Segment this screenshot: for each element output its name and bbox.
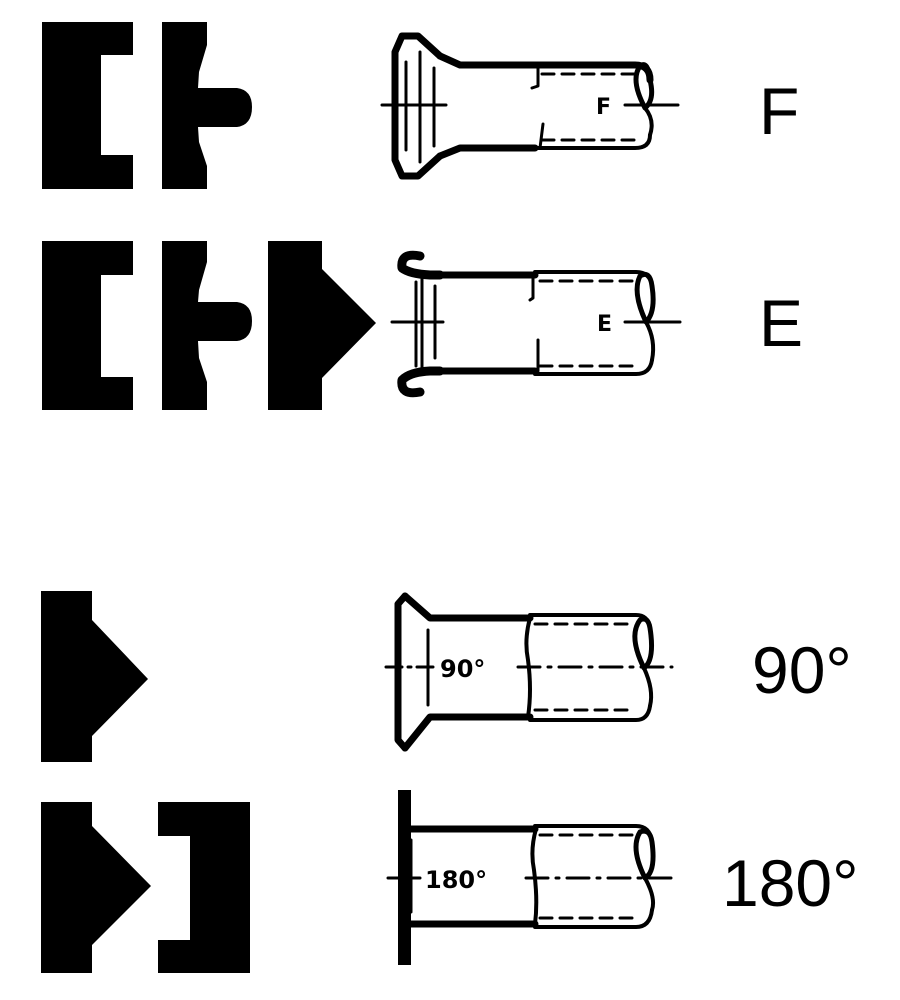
tube-90-drawing: 90° bbox=[384, 592, 674, 752]
svg-text:F: F bbox=[596, 95, 611, 120]
label-f: F bbox=[759, 74, 800, 148]
tube-f-drawing: F bbox=[380, 32, 680, 180]
row-180: 180° bbox=[41, 790, 674, 973]
cone-punch-shape bbox=[41, 591, 148, 762]
tube-180-drawing: 180° bbox=[386, 790, 674, 965]
label-90: 90° bbox=[752, 633, 852, 707]
row-e: E bbox=[42, 241, 682, 410]
svg-text:180°: 180° bbox=[425, 866, 487, 894]
tube-e-drawing: E bbox=[390, 250, 682, 398]
row-f: F bbox=[42, 22, 680, 189]
cone-punch-shape bbox=[41, 802, 151, 973]
counter-die-shape bbox=[158, 802, 250, 973]
label-180: 180° bbox=[722, 846, 859, 920]
row-90: 90° bbox=[41, 591, 674, 762]
label-e: E bbox=[759, 286, 804, 360]
svg-text:90°: 90° bbox=[440, 655, 485, 683]
clamp-die-shape bbox=[42, 22, 133, 189]
pilot-punch-shape bbox=[162, 22, 252, 189]
clamp-die-shape bbox=[42, 241, 133, 410]
pilot-punch-shape bbox=[162, 241, 252, 410]
cone-punch-shape bbox=[268, 241, 376, 410]
svg-text:E: E bbox=[597, 312, 612, 337]
